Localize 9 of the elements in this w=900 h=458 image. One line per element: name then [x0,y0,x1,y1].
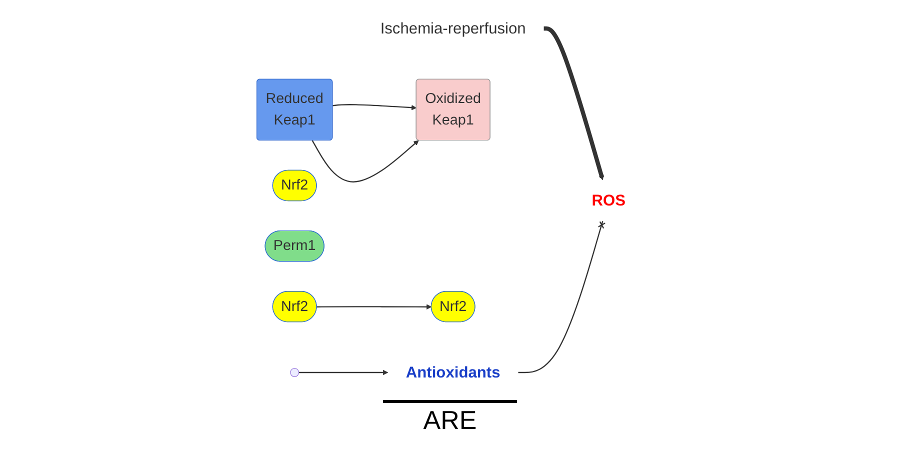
connector [518,220,606,373]
arrow [316,304,432,309]
node-text: Antioxidants [406,362,500,381]
arrow [298,369,388,375]
node-text: Ischemia-reperfusion [380,18,526,37]
gene-label: ARE [383,400,517,438]
node-text: ROS [592,190,626,209]
arrow [312,140,419,182]
arrow [332,104,416,110]
